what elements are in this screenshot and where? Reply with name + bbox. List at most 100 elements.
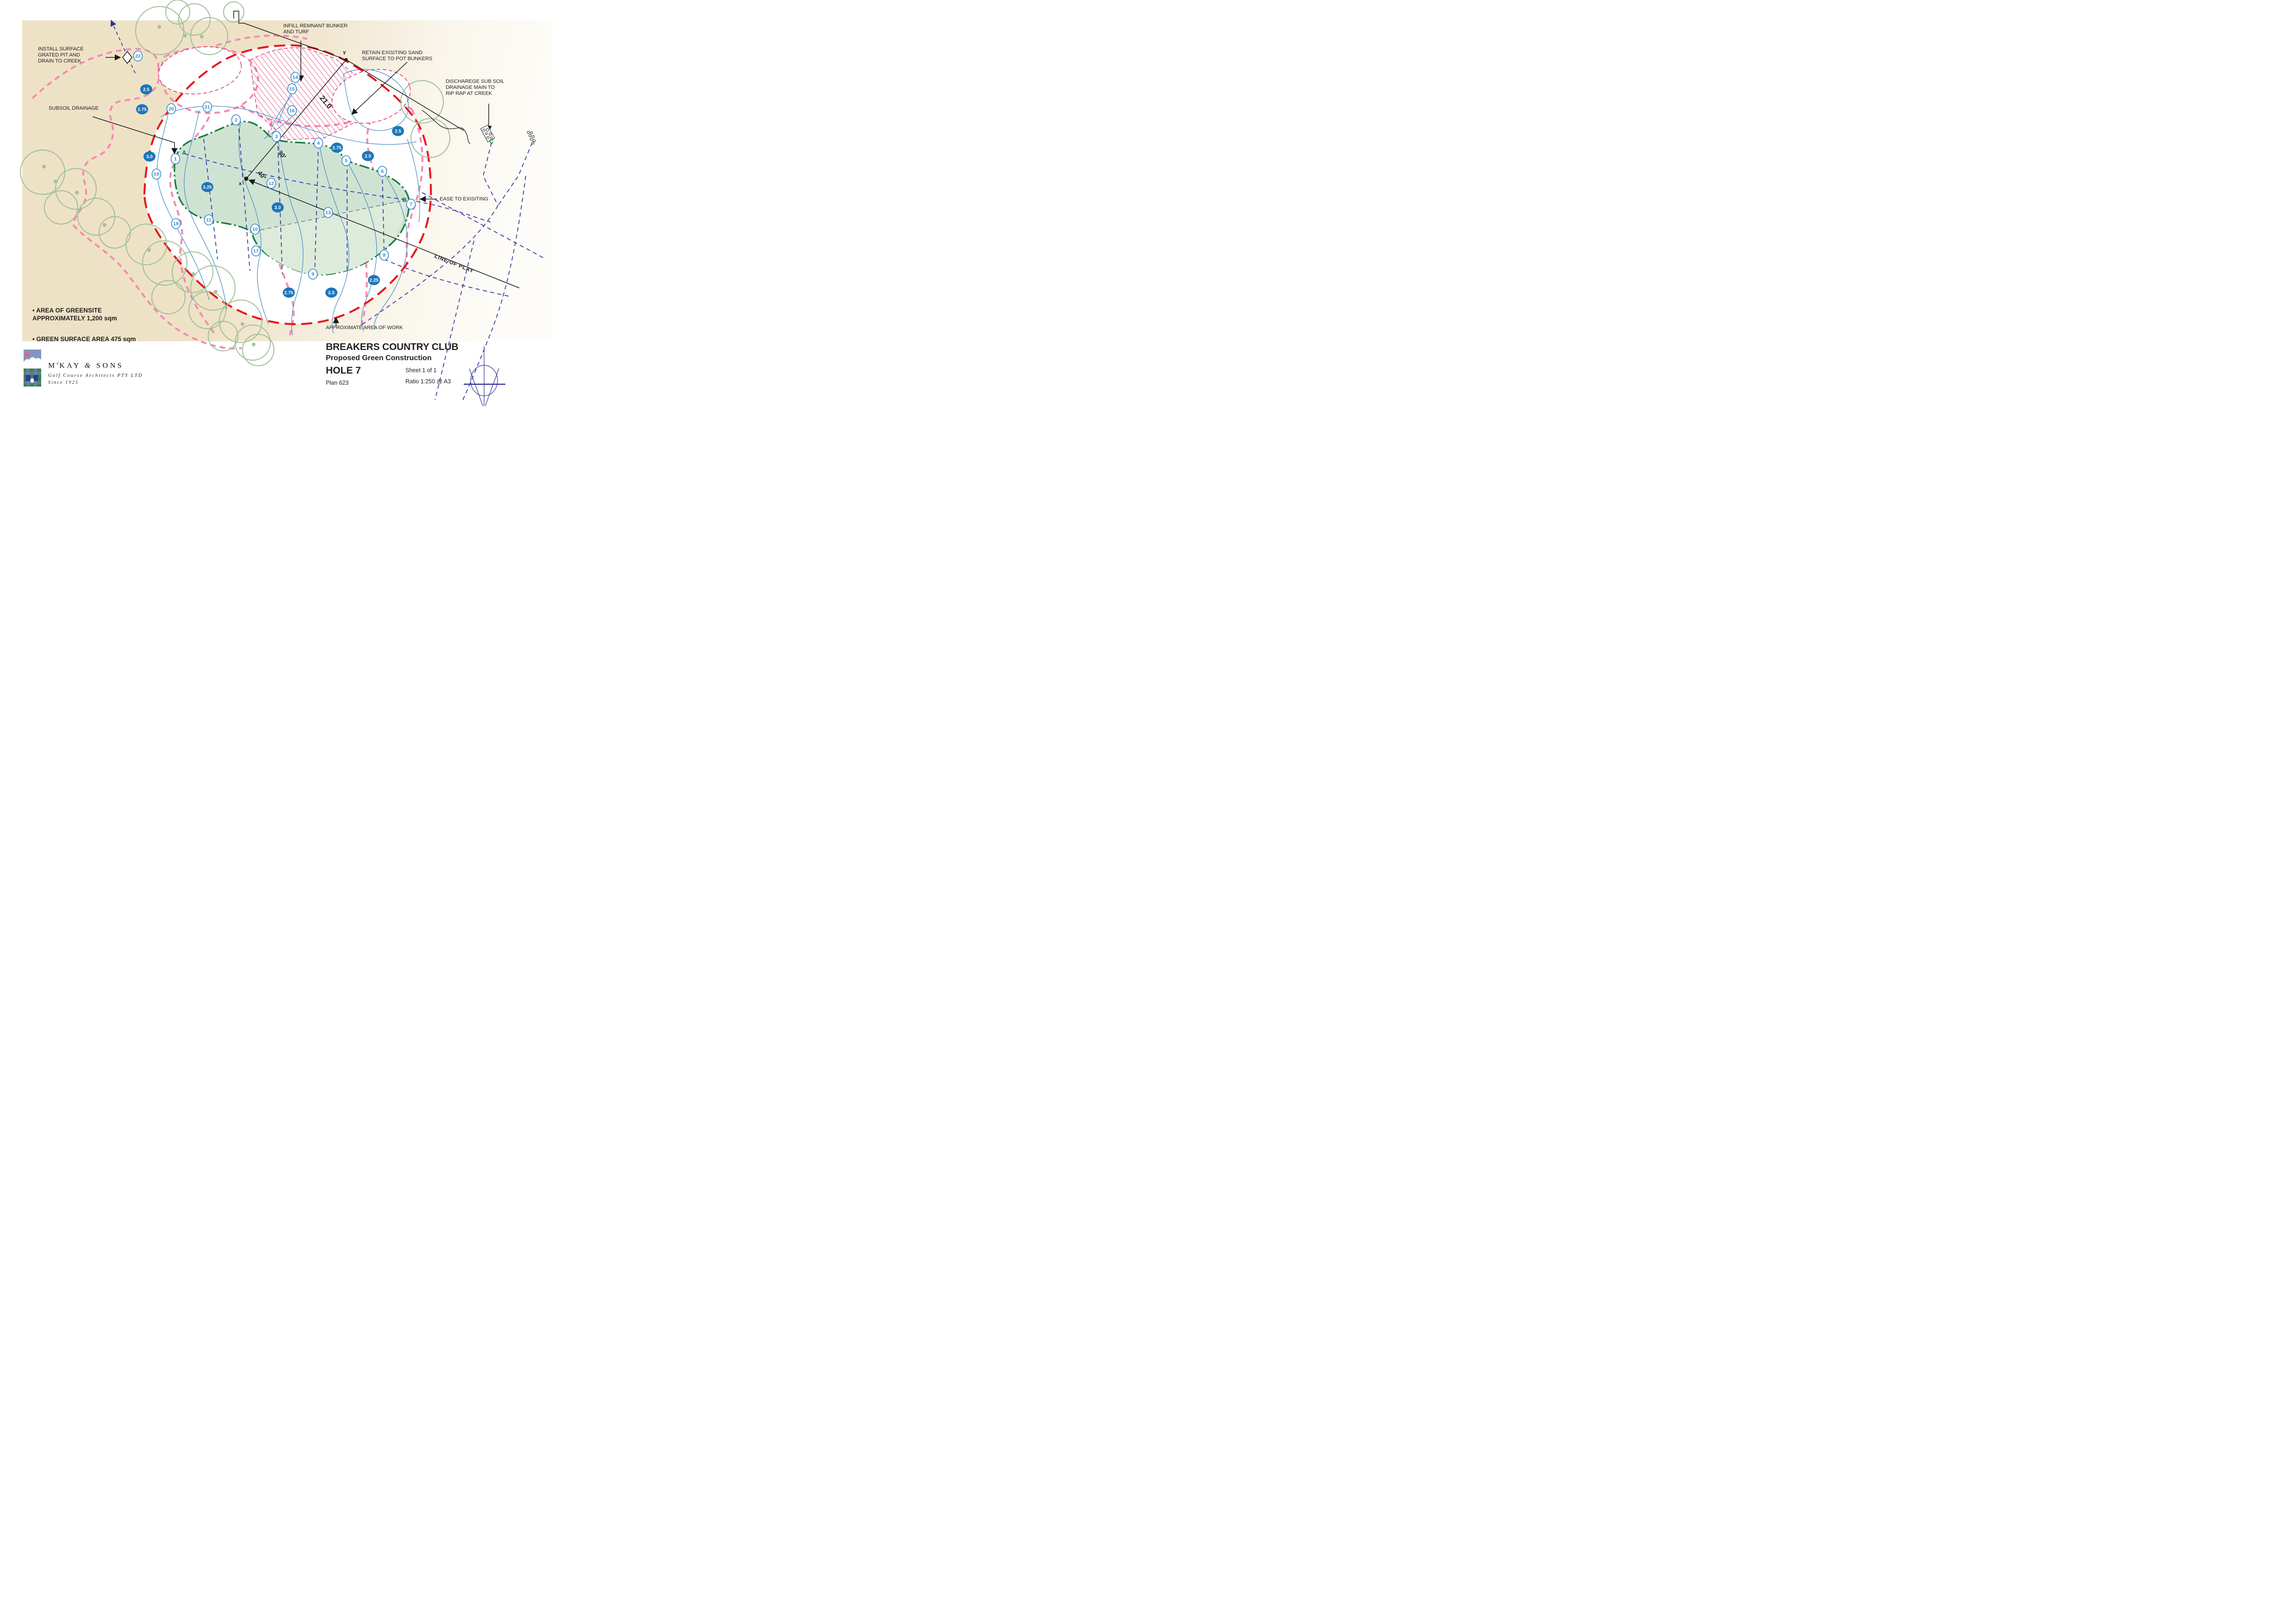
scale-ratio: Ratio 1:250 @ A3 xyxy=(405,378,451,385)
marker-6: 6 xyxy=(377,166,387,177)
svg-text:2.5: 2.5 xyxy=(365,154,371,159)
marker-15: 15 xyxy=(287,83,297,94)
point-b-label: B xyxy=(402,196,406,203)
plan-number: Plan 623 xyxy=(326,380,349,386)
svg-text:2: 2 xyxy=(235,118,237,123)
ease-note: EASE TO EXISITING xyxy=(440,196,488,202)
pit-drain-arrow xyxy=(110,19,136,74)
svg-text:19: 19 xyxy=(154,172,159,177)
sheet-number: Sheet 1 of 1 xyxy=(405,367,437,374)
marker-7: 7 xyxy=(406,199,416,210)
hole-number: HOLE 7 xyxy=(326,365,361,376)
subsoil-arrow xyxy=(92,116,178,155)
svg-text:3: 3 xyxy=(275,134,278,140)
x-y-line xyxy=(246,59,347,179)
svg-text:2.5: 2.5 xyxy=(395,129,401,134)
contour-label-2.5-9: 2.5 xyxy=(362,151,374,161)
marker-1: 1 xyxy=(170,153,180,164)
svg-text:14: 14 xyxy=(292,75,298,81)
green-surface-light-zone xyxy=(254,200,406,275)
contour-label-3.0-2: 3.0 xyxy=(143,151,156,162)
site-notes: • AREA OF GREENSITE APPROXIMATELY 1,200 … xyxy=(32,298,171,351)
rip-rap-symbol xyxy=(480,125,536,144)
marker-4: 4 xyxy=(313,137,324,149)
subsoil-note: SUBSOIL DRAINAGE xyxy=(49,106,99,111)
svg-text:22: 22 xyxy=(135,54,141,59)
svg-text:2.5: 2.5 xyxy=(143,87,149,92)
point-a-label: A xyxy=(182,149,187,156)
plan-drawing: 21.0 30' 40° LINE OF PLAY A B C x Y 2.52… xyxy=(19,0,553,406)
svg-text:2.25: 2.25 xyxy=(369,278,379,283)
marker-14: 14 xyxy=(290,72,300,83)
marker-16: 16 xyxy=(287,105,297,116)
firm-since: Since 1925 xyxy=(48,380,79,386)
marker-3: 3 xyxy=(271,131,281,142)
contour-label-2.75-1: 2.75 xyxy=(136,104,148,114)
point-c-label: C xyxy=(489,138,494,145)
svg-text:3.0: 3.0 xyxy=(274,205,281,210)
contour-label-3.0-4: 3.0 xyxy=(272,202,284,212)
infill-note: INFILL REMNANT BUNKER AND TURF xyxy=(283,23,348,35)
point-y-label: Y xyxy=(342,50,346,56)
marker-18: 18 xyxy=(171,218,181,229)
marker-19: 19 xyxy=(151,169,162,180)
title-block: BREAKERS COUNTRY CLUB Proposed Green Con… xyxy=(326,342,520,393)
drainage-lines xyxy=(184,121,547,400)
svg-text:9: 9 xyxy=(311,272,314,277)
tree-circles xyxy=(19,0,451,367)
contour-label-2.5-0: 2.5 xyxy=(140,84,152,94)
note-greensite-area: • AREA OF GREENSITE APPROXIMATELY 1,200 … xyxy=(32,306,117,322)
svg-text:7: 7 xyxy=(410,202,412,207)
firm-name: McKAY & SONS xyxy=(48,361,124,370)
bunker-outline-left xyxy=(158,46,242,94)
retain-note: RETAIN EXISITING SAND SURFACE TO POT BUN… xyxy=(362,50,432,62)
marker-9: 9 xyxy=(308,269,318,280)
point-y-dot xyxy=(344,58,348,62)
logo-mark xyxy=(24,350,41,387)
contour-label-2.75-8: 2.75 xyxy=(331,143,343,153)
marker-2: 2 xyxy=(231,114,241,125)
point-x-dot xyxy=(244,176,249,181)
contour-label-3.25-3: 3.25 xyxy=(201,182,213,192)
drawing-subtitle: Proposed Green Construction xyxy=(326,354,432,362)
svg-text:20: 20 xyxy=(168,106,174,112)
svg-text:2.5: 2.5 xyxy=(328,290,335,295)
logo-text: McKAY & SONS Golf Course Architects PTY … xyxy=(48,361,215,385)
marker-13: 13 xyxy=(323,207,333,218)
marker-10: 10 xyxy=(250,224,260,235)
marker-21: 21 xyxy=(202,101,212,112)
retain-arrow xyxy=(351,62,408,115)
grated-pit-diamond xyxy=(122,50,132,64)
marker-20: 20 xyxy=(166,103,176,114)
svg-text:13: 13 xyxy=(325,210,331,216)
svg-text:5: 5 xyxy=(345,158,348,164)
firm-tagline: Golf Course Architects PTY LTD xyxy=(48,373,143,379)
svg-text:12: 12 xyxy=(268,181,274,187)
compass-symbol xyxy=(464,346,505,406)
svg-text:18: 18 xyxy=(173,221,179,227)
svg-text:8: 8 xyxy=(383,253,386,258)
marker-8: 8 xyxy=(379,250,389,261)
svg-text:21: 21 xyxy=(205,105,210,110)
contour-label-2.5-10: 2.5 xyxy=(392,126,404,136)
marker-22: 22 xyxy=(133,50,143,62)
work-area-boundary xyxy=(143,44,432,325)
svg-text:3.25: 3.25 xyxy=(203,185,212,190)
svg-text:2.75: 2.75 xyxy=(332,145,342,150)
svg-text:1: 1 xyxy=(174,156,177,162)
svg-text:11: 11 xyxy=(206,218,211,223)
svg-text:6: 6 xyxy=(381,169,384,175)
svg-text:2.75: 2.75 xyxy=(284,290,293,295)
marker-17: 17 xyxy=(251,245,261,256)
creek-line xyxy=(422,110,471,144)
svg-text:10: 10 xyxy=(252,227,258,232)
marker-11: 11 xyxy=(204,214,214,225)
svg-text:16: 16 xyxy=(289,108,295,114)
approx-area-note: APPROXIMATE AREA OF WORK xyxy=(326,325,403,331)
contour-label-2.5-6: 2.5 xyxy=(325,287,337,298)
svg-text:3.0: 3.0 xyxy=(146,154,153,159)
point-x-label: x xyxy=(239,181,242,187)
contour-label-2.75-5: 2.75 xyxy=(283,287,295,298)
